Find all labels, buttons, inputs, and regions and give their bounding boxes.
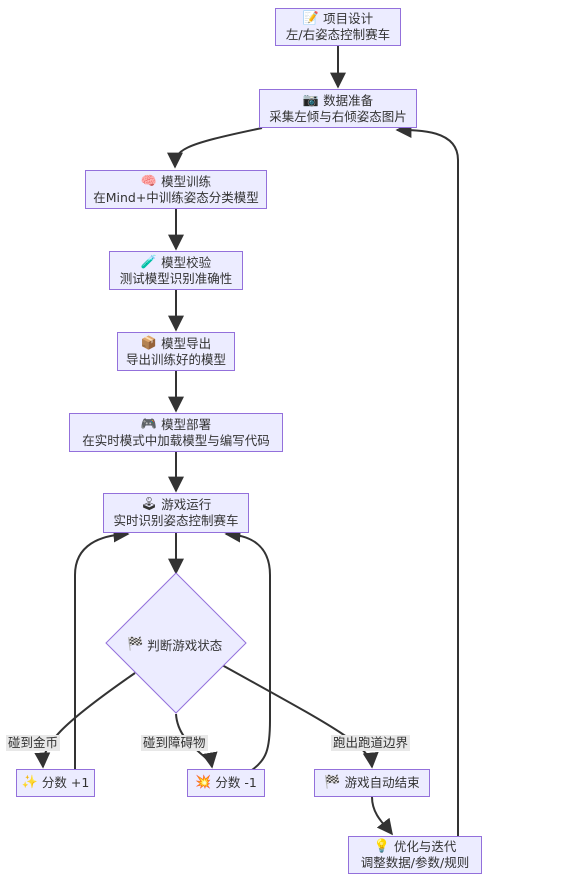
gamepad-icon: 🎮	[140, 416, 158, 432]
flag-icon: 🏁	[324, 775, 341, 790]
node-subtitle: 采集左倾与右倾姿态图片	[269, 108, 407, 124]
node-subtitle: 调整数据/参数/规则	[360, 855, 470, 870]
node-title: 游戏运行	[161, 497, 212, 512]
node-subtitle: 导出训练好的模型	[125, 351, 226, 367]
edge-judge-end	[221, 664, 379, 769]
edge-optimize-data	[395, 122, 459, 836]
node-subtitle: 在Mind+中训练姿态分类模型	[93, 189, 259, 205]
node-title: 模型训练	[161, 173, 212, 189]
node-model-export: 📦模型导出 导出训练好的模型	[117, 332, 235, 371]
edge-judge-plus	[34, 672, 136, 769]
edge-data-train	[167, 127, 263, 169]
camera-icon: 📷	[302, 92, 320, 108]
node-title: 模型导出	[161, 335, 212, 351]
node-model-training: 🧠模型训练 在Mind+中训练姿态分类模型	[85, 170, 267, 209]
test-tube-icon: 🧪	[140, 254, 158, 270]
node-model-deploy: 🎮模型部署 在实时模式中加载模型与编写代码	[69, 413, 283, 452]
brain-icon: 🧠	[140, 173, 158, 189]
collision-icon: 💥	[195, 775, 212, 790]
node-title: 优化与迭代	[393, 839, 457, 854]
node-title: 模型部署	[161, 416, 212, 432]
node-subtitle: 测试模型识别准确性	[119, 270, 233, 286]
node-judge-state: 🏁 判断游戏状态	[127, 635, 222, 654]
node-game-end: 🏁游戏自动结束	[314, 769, 430, 797]
node-subtitle: 在实时模式中加载模型与编写代码	[82, 432, 270, 448]
edge-label-coin: 碰到金币	[6, 735, 61, 751]
node-project-design: 📝项目设计 左/右姿态控制赛车	[275, 8, 401, 46]
node-title: 项目设计	[323, 11, 374, 26]
edge-minus-run	[224, 526, 271, 771]
edge-label-boundary: 跑出跑道边界	[331, 735, 411, 751]
node-title: 数据准备	[323, 92, 374, 108]
lightbulb-icon: 💡	[373, 839, 390, 854]
edge-plus-run	[74, 526, 130, 770]
edge-end-optimize	[371, 796, 393, 836]
node-subtitle: 左/右姿态控制赛车	[285, 27, 391, 42]
node-title: 分数 +1	[41, 775, 90, 790]
decision-diamond	[105, 572, 247, 714]
node-model-validation: 🧪模型校验 测试模型识别准确性	[109, 251, 243, 290]
flag-icon: 🏁	[127, 636, 144, 652]
edge-label-obstacle: 碰到障碍物	[141, 735, 208, 751]
node-optimize: 💡优化与迭代 调整数据/参数/规则	[348, 836, 482, 874]
node-title: 游戏自动结束	[344, 775, 420, 790]
node-score-minus: 💥分数 -1	[187, 769, 265, 797]
node-title: 模型校验	[161, 254, 212, 270]
sparkles-icon: ✨	[21, 775, 38, 790]
package-icon: 📦	[140, 335, 158, 351]
node-title: 分数 -1	[215, 775, 257, 790]
node-data-prep: 📷数据准备 采集左倾与右倾姿态图片	[259, 89, 417, 128]
node-game-run: 🕹游戏运行 实时识别姿态控制赛车	[103, 493, 249, 533]
memo-icon: 📝	[302, 11, 320, 26]
joystick-icon: 🕹	[140, 497, 158, 512]
node-subtitle: 实时识别姿态控制赛车	[113, 513, 239, 528]
node-score-plus: ✨分数 +1	[16, 769, 95, 797]
node-title: 判断游戏状态	[147, 638, 223, 653]
